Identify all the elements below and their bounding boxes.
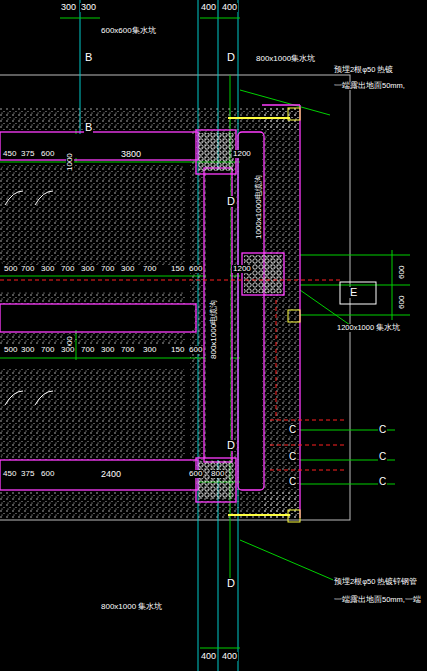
dimension-label: 400 — [221, 652, 238, 661]
dimension-label: 150 — [170, 346, 185, 354]
dimension-label: D — [226, 440, 236, 451]
dimension-label: 一端露出地面50mm,一端 — [333, 596, 422, 604]
dimension-label: 500 — [3, 265, 18, 273]
dimension-label: D — [226, 52, 236, 63]
dimension-label: 450 — [2, 470, 17, 478]
dimension-label: 700 — [80, 346, 95, 354]
dimension-label: 300 — [80, 265, 95, 273]
dimension-label: 300 — [120, 265, 135, 273]
dimension-label: 2400 — [100, 470, 122, 479]
dimension-label: 700 — [100, 265, 115, 273]
dimension-label: 700 — [60, 265, 75, 273]
dimension-label: 600 — [398, 265, 406, 280]
dimension-label: B — [84, 122, 93, 133]
dimension-label: C — [288, 452, 297, 462]
dimension-label: 一端露出地面50mm, — [333, 82, 406, 90]
dimension-label: 300 — [60, 3, 77, 12]
dimension-label: C — [378, 477, 387, 487]
dimension-label: 150 — [170, 265, 185, 273]
dimension-label: 预埋2根φ50 热镀锌钢管 — [333, 578, 418, 586]
dimension-label: 375 — [20, 470, 35, 478]
dimension-label: D — [226, 578, 236, 589]
dimension-label: 300 — [60, 346, 75, 354]
dimension-label: B — [84, 52, 93, 63]
dimension-label: 600 — [398, 295, 406, 310]
dimension-label: 800 — [210, 470, 225, 478]
dimension-label: 600 — [188, 265, 203, 273]
dimension-label: 300 — [100, 346, 115, 354]
dimension-label: 3800 — [120, 150, 142, 159]
dimension-label: 400 — [221, 3, 238, 12]
dimension-label: 1000 — [66, 152, 74, 172]
dimension-label: 600 — [188, 470, 203, 478]
dimension-label: 1200 — [232, 265, 252, 273]
dimension-label: 1200 — [232, 150, 252, 158]
dimension-label: 700 — [120, 346, 135, 354]
dimension-label: 700 — [20, 265, 35, 273]
dimension-label: E — [349, 287, 358, 298]
dimension-label: 300 — [20, 346, 35, 354]
dimension-label: 800x1000 集水坑 — [100, 603, 163, 611]
dimension-label: 375 — [20, 150, 35, 158]
dimension-label: 450 — [2, 150, 17, 158]
dimension-label: 600 — [188, 346, 203, 354]
dimension-label: 300 — [40, 265, 55, 273]
dimension-label: 1200x1000 集水坑 — [336, 324, 401, 332]
dimension-label: 800x1000电缆沟 — [210, 299, 218, 360]
dimension-label: C — [378, 452, 387, 462]
dimension-label: 600 — [40, 150, 55, 158]
dimension-label: 600x600集水坑 — [100, 27, 157, 35]
dimension-label: 700 — [40, 346, 55, 354]
dimension-label: 300 — [142, 346, 157, 354]
dimension-label: C — [288, 477, 297, 487]
dimension-label: 800x1000集水坑 — [255, 55, 316, 63]
dimension-label: 400 — [200, 3, 217, 12]
dimension-label: 1000x1000电缆沟 — [255, 174, 263, 240]
dimension-label: 500 — [3, 346, 18, 354]
dimension-label: C — [378, 425, 387, 435]
dimension-label: 600 — [40, 470, 55, 478]
dimension-label: 400 — [200, 652, 217, 661]
dimension-label: D — [226, 196, 236, 207]
dimension-label: 300 — [80, 3, 97, 12]
dimension-label: 预埋2根φ50 热镀 — [333, 66, 394, 74]
dimension-label: 700 — [142, 265, 157, 273]
dimension-label: C — [288, 425, 297, 435]
